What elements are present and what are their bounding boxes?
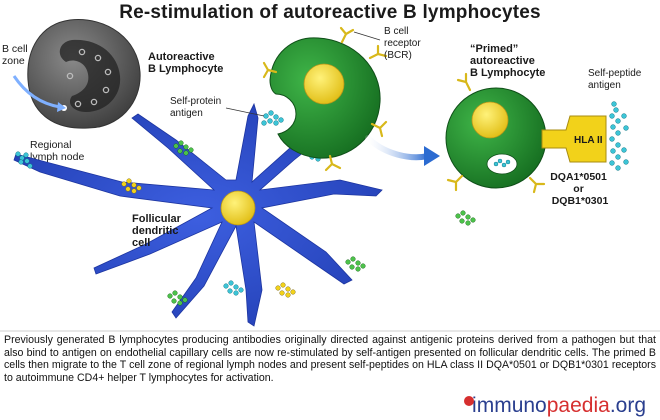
logo-text-org: .org bbox=[609, 394, 646, 417]
antigen-cluster-green-3 bbox=[345, 256, 366, 272]
follicular-dendritic-cell-label: Follicular dendritic cell bbox=[132, 213, 184, 249]
dendritic-cell-body bbox=[13, 102, 383, 327]
antigen-cluster-green-4 bbox=[167, 290, 188, 306]
lymph-node-body bbox=[27, 19, 141, 129]
logo-text-immuno: immuno bbox=[472, 394, 547, 417]
immunopaedia-logo[interactable]: immunopaedia.org bbox=[464, 394, 646, 418]
self-protein-antigen-bound bbox=[261, 110, 284, 126]
self-protein-pointer bbox=[225, 107, 265, 117]
regional-lymph-node-label: Regional lymph node bbox=[30, 139, 84, 163]
bcr-receptors bbox=[262, 26, 388, 172]
primed-bcr-receptors bbox=[446, 72, 546, 194]
b-cell-zone-label: B cell zone bbox=[2, 43, 31, 67]
page-title: Re-stimulation of autoreactive B lymphoc… bbox=[119, 2, 541, 23]
antigen-cluster-cyan-1 bbox=[15, 151, 33, 169]
hla-ii-molecule bbox=[541, 115, 607, 163]
b-cell-zone-arrow bbox=[12, 75, 61, 109]
primed-b-lymphocyte bbox=[445, 72, 547, 194]
antigen-cluster-yellow-1 bbox=[121, 178, 142, 194]
self-protein-antigen-label: Self-protein antigen bbox=[170, 96, 224, 119]
hla-ii-label: HLA II bbox=[574, 135, 603, 146]
dqa-dqb-label: DQA1*0501 or DQB1*0301 bbox=[550, 171, 610, 207]
antigen-cluster-cyan-3 bbox=[223, 280, 244, 296]
migration-arrowhead bbox=[424, 146, 440, 166]
logo-text-paedia: paedia bbox=[546, 394, 610, 417]
lymph-node bbox=[12, 19, 141, 129]
antigen-cluster-yellow-2 bbox=[275, 282, 296, 298]
self-peptide-antigen-label: Self-peptide antigen bbox=[588, 68, 644, 91]
migration-arrow bbox=[365, 135, 431, 161]
b-cell-zone-region bbox=[59, 39, 121, 112]
bcr-pointer bbox=[353, 31, 381, 41]
logo-mark-icon bbox=[464, 396, 475, 406]
follicular-dendritic-cell bbox=[13, 102, 383, 327]
autoreactive-b-lymphocyte bbox=[262, 26, 388, 172]
bcr-label: B cell receptor (BCR) bbox=[384, 26, 423, 61]
primed-b-lymphocyte-nucleus bbox=[471, 101, 509, 139]
primed-b-lymphocyte-label: “Primed” autoreactive B Lymphocyte bbox=[470, 43, 545, 79]
self-peptide-antigen-chain bbox=[609, 101, 629, 171]
dendritic-cell-nucleus bbox=[220, 190, 256, 226]
b-lymphocyte-nucleus bbox=[303, 63, 345, 105]
autoreactive-b-lymphocyte-label: Autoreactive B Lymphocyte bbox=[148, 51, 223, 75]
figure-caption: Previously generated B lymphocytes produ… bbox=[4, 334, 656, 384]
antigen-cluster-green-1 bbox=[173, 140, 194, 156]
b-cell-zone-arrowhead bbox=[57, 102, 66, 112]
endosome-peptides bbox=[493, 158, 511, 168]
follicle-dots bbox=[66, 48, 112, 108]
antigen-cluster-green-2 bbox=[455, 210, 476, 226]
